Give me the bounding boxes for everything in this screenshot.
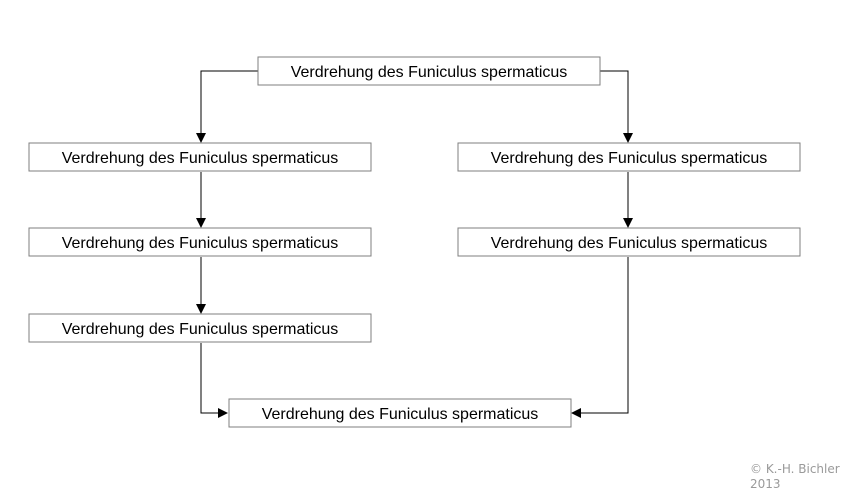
copyright-notice: © K.-H. Bichler 2013 xyxy=(750,462,840,492)
node-top: Verdrehung des Funiculus spermaticus xyxy=(257,56,601,86)
node-right-1: Verdrehung des Funiculus spermaticus xyxy=(457,142,801,172)
edge-right-2-to-bottom xyxy=(571,257,629,418)
node-label: Verdrehung des Funiculus spermaticus xyxy=(491,150,768,167)
edge-top-to-left-1 xyxy=(196,70,258,143)
node-label: Verdrehung des Funiculus spermaticus xyxy=(62,321,339,338)
node-bottom: Verdrehung des Funiculus spermaticus xyxy=(228,398,572,428)
edge-top-to-right-1 xyxy=(600,70,633,143)
edge-left-3-to-bottom xyxy=(200,343,228,418)
node-left-2: Verdrehung des Funiculus spermaticus xyxy=(28,227,372,257)
node-right-2: Verdrehung des Funiculus spermaticus xyxy=(457,227,801,257)
node-label: Verdrehung des Funiculus spermaticus xyxy=(62,150,339,167)
copyright-year: 2013 xyxy=(750,477,781,491)
node-label: Verdrehung des Funiculus spermaticus xyxy=(62,235,339,252)
node-left-3: Verdrehung des Funiculus spermaticus xyxy=(28,313,372,343)
node-label: Verdrehung des Funiculus spermaticus xyxy=(491,235,768,252)
node-label: Verdrehung des Funiculus spermaticus xyxy=(291,64,568,81)
copyright-author: © K.-H. Bichler xyxy=(750,462,840,476)
node-left-1: Verdrehung des Funiculus spermaticus xyxy=(28,142,372,172)
node-label: Verdrehung des Funiculus spermaticus xyxy=(262,406,539,423)
